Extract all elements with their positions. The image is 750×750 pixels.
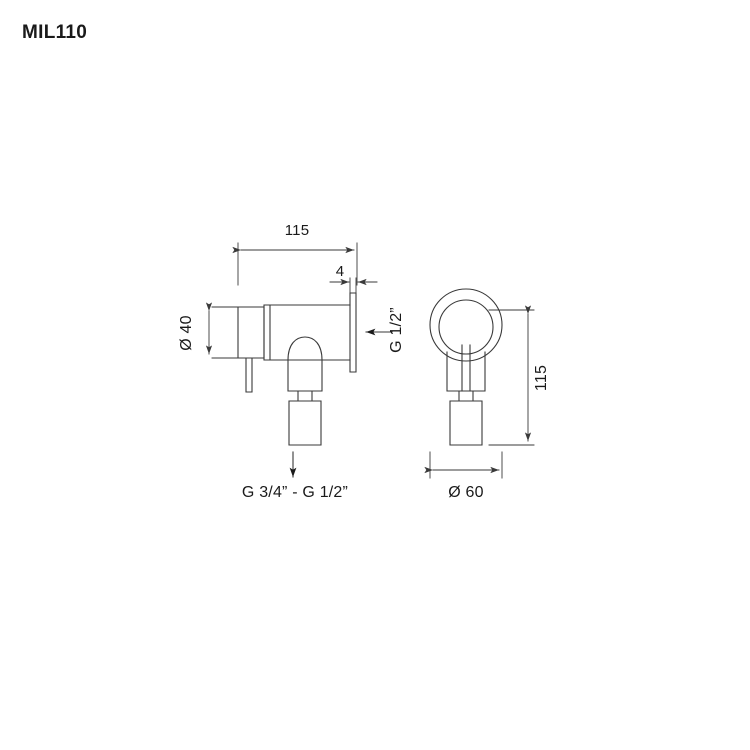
front-rosette-outer-circle (429, 288, 503, 362)
dimension-overall-height (488, 305, 535, 446)
dimension-label-overall-length: 115 (285, 222, 310, 239)
front-handle-inner-circle (438, 299, 494, 355)
dimension-label-overall-height: 115 (533, 365, 550, 391)
front-lever-slot (461, 344, 471, 392)
dimension-label-rosette-diameter: Ø 60 (448, 484, 484, 501)
side-outlet-dome (287, 336, 323, 361)
side-collar (263, 304, 271, 361)
side-view-geometry (237, 292, 357, 446)
front-outlet-cylinder (449, 400, 483, 446)
side-lever-stem (245, 357, 253, 393)
callout-label-outlet-thread: G 3/4” - G 1/2” (242, 484, 348, 501)
dimension-label-flange-thickness: 4 (336, 263, 345, 280)
dimension-label-body-diameter: Ø 40 (178, 315, 195, 351)
dimension-body-diameter (205, 302, 263, 359)
side-valve-body (269, 304, 351, 361)
side-outlet-lower (288, 400, 322, 446)
dimension-rosette-diameter (424, 451, 503, 479)
dimension-overall-length (232, 242, 358, 286)
front-view-geometry (429, 288, 503, 446)
side-outlet-neck (297, 390, 313, 402)
callout-label-inlet-thread: G 1/2” (388, 307, 405, 353)
dimension-flange-thickness (329, 277, 378, 298)
side-wall-flange (349, 292, 357, 373)
page-title: MIL110 (22, 22, 88, 43)
side-outlet-upper (287, 359, 323, 392)
front-outlet-neck (458, 390, 474, 402)
front-handle-body (446, 351, 486, 392)
side-handle-cap (237, 306, 265, 359)
